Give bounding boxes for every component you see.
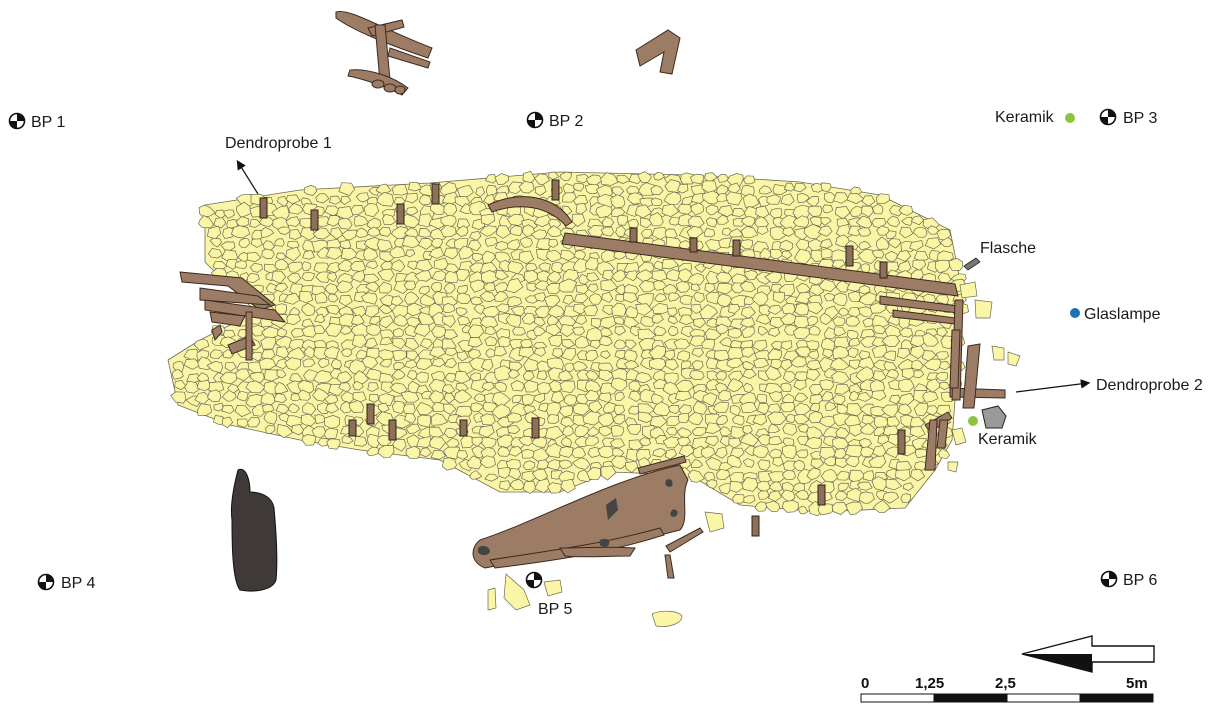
wooden-post	[366, 403, 375, 425]
dendroprobe-2-arrow	[1015, 379, 1091, 393]
wood-fragments-top	[335, 10, 681, 96]
wooden-post	[259, 197, 268, 219]
dendroprobe-1-arrow	[236, 159, 259, 195]
keramik-find-dot-right	[968, 416, 978, 426]
bp3-label: BP 3	[1123, 110, 1158, 127]
keramik-find-dot-top	[1065, 113, 1075, 123]
wooden-post	[689, 237, 698, 253]
lower-timber-cluster	[472, 455, 704, 579]
glaslampe-find-dot	[1070, 308, 1080, 318]
dendroprobe-2-label: Dendroprobe 2	[1096, 377, 1203, 394]
wooden-post	[388, 419, 397, 441]
wooden-post	[879, 261, 888, 279]
bp4-marker-icon	[37, 573, 55, 591]
scale-tick-5m: 5m	[1126, 675, 1148, 692]
wooden-post	[551, 179, 560, 201]
stone-pavement	[167, 170, 969, 517]
scale-tick-2-5: 2,5	[995, 675, 1016, 692]
flasche-label: Flasche	[980, 240, 1036, 257]
wooden-post	[396, 203, 405, 225]
bp3-marker-icon	[1099, 108, 1117, 126]
wooden-post	[751, 515, 760, 537]
wooden-post	[531, 417, 540, 439]
gray-stone	[981, 405, 1007, 429]
bp1-marker-icon	[8, 112, 26, 130]
wooden-post	[310, 209, 319, 231]
isolated-stones	[487, 281, 1021, 627]
keramik-label-top: Keramik	[995, 109, 1055, 126]
bp6-label: BP 6	[1123, 572, 1158, 589]
bp5-label: BP 5	[538, 601, 573, 618]
wooden-post	[845, 245, 854, 267]
bp5-marker-icon	[525, 571, 543, 589]
scale-bar: 0 1,25 2,5 5m	[860, 675, 1154, 703]
glaslampe-label: Glaslampe	[1084, 306, 1161, 323]
keramik-label-right: Keramik	[978, 431, 1038, 448]
wooden-post	[459, 419, 468, 437]
wooden-post	[732, 239, 741, 257]
wooden-beams	[487, 196, 1006, 471]
dark-stone-slab	[231, 468, 278, 592]
bp1-label: BP 1	[31, 114, 66, 131]
bottle-icon	[963, 257, 981, 271]
scale-tick-1-25: 1,25	[915, 675, 944, 692]
wooden-post	[348, 419, 357, 437]
dendroprobe-1-label: Dendroprobe 1	[225, 135, 332, 152]
bp2-marker-icon	[526, 111, 544, 129]
wooden-post	[629, 227, 638, 243]
wooden-posts	[259, 179, 906, 537]
wooden-post	[431, 183, 440, 205]
wooden-post	[897, 429, 906, 455]
wooden-post	[817, 484, 826, 506]
bp4-label: BP 4	[61, 575, 96, 592]
bp2-label: BP 2	[549, 113, 584, 130]
left-wood-structure	[179, 271, 287, 361]
bp6-marker-icon	[1100, 570, 1118, 588]
scale-tick-0: 0	[861, 675, 869, 692]
